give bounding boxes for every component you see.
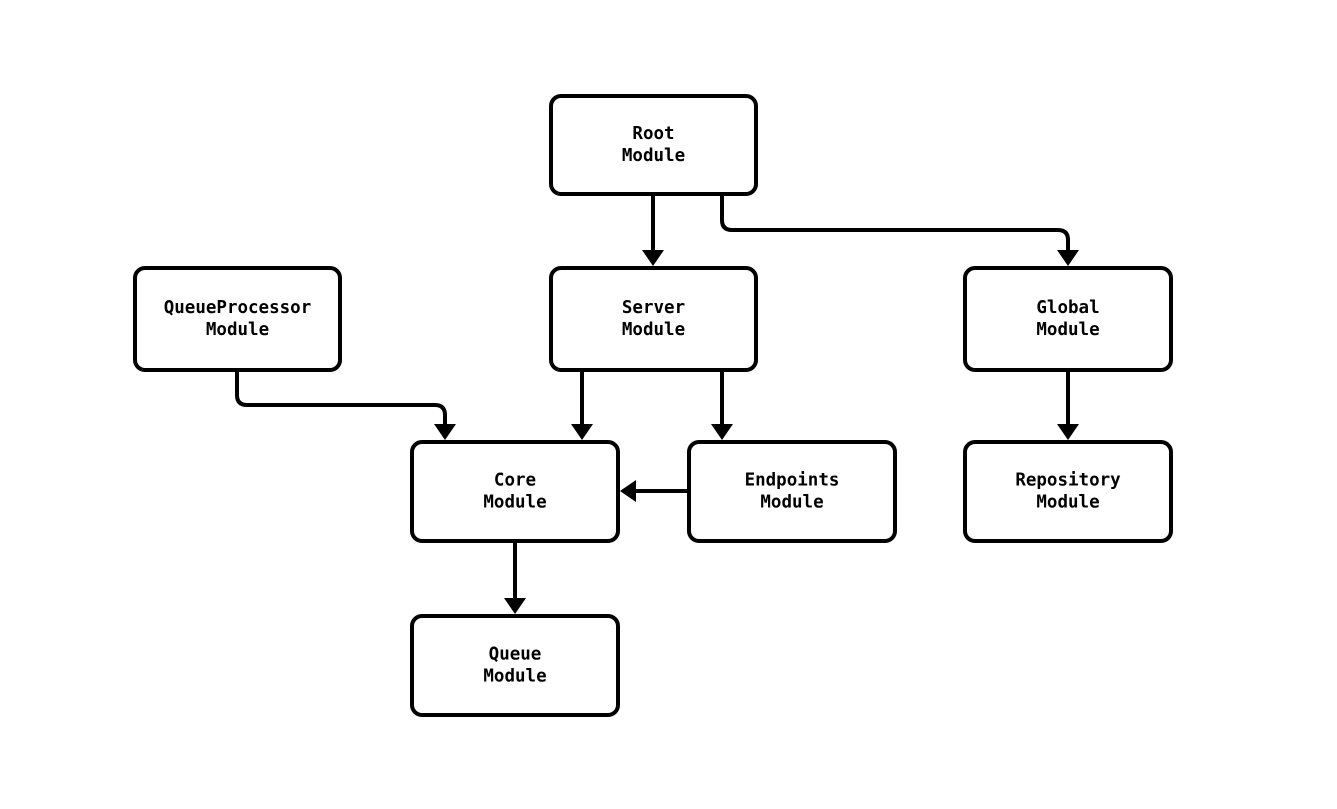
node-box[interactable] [549, 266, 758, 372]
node-label-line1: Server [622, 298, 685, 318]
node-label-line1: Queue [489, 645, 542, 665]
nodes-layer: RootModuleQueueProcessorModuleServerModu… [133, 94, 1173, 717]
node-label-line2: Module [622, 146, 685, 166]
edge-arrowhead [642, 250, 664, 266]
edge-server-to-endpoints [711, 372, 733, 440]
node-label-line1: Global [1036, 298, 1099, 318]
node-label-line1: QueueProcessor [164, 298, 312, 318]
node-label-line2: Module [1036, 493, 1099, 513]
edge-arrowhead [434, 424, 456, 440]
node-label-line2: Module [206, 320, 269, 340]
node-label-line2: Module [483, 493, 546, 513]
edge-arrowhead [711, 424, 733, 440]
node-box[interactable] [549, 94, 758, 196]
node-label-line2: Module [622, 320, 685, 340]
edge-arrowhead [620, 480, 636, 502]
edges-layer [235, 196, 1079, 614]
node-label-line1: Core [494, 471, 536, 491]
edge-queueprocessor-to-core [235, 372, 456, 440]
node-box[interactable] [687, 440, 897, 543]
node-box[interactable] [410, 440, 620, 543]
node-box[interactable] [133, 266, 342, 372]
node-box[interactable] [410, 614, 620, 717]
edge-root-to-global [720, 196, 1079, 266]
edge-core-to-queue [504, 543, 526, 614]
node-label-line2: Module [483, 667, 546, 687]
edge-arrowhead [571, 424, 593, 440]
node-label-line1: Root [632, 124, 674, 144]
node-label-line2: Module [760, 493, 823, 513]
edge-endpoints-to-core [620, 480, 687, 502]
node-label-line1: Repository [1015, 471, 1121, 491]
node-label-line2: Module [1036, 320, 1099, 340]
edge-global-to-repository [1057, 372, 1079, 440]
edge-root-to-server [642, 196, 664, 266]
edge-line [235, 372, 447, 424]
edge-arrowhead [1057, 424, 1079, 440]
edge-line [720, 196, 1070, 250]
edge-arrowhead [504, 598, 526, 614]
node-label-line1: Endpoints [745, 471, 840, 491]
edge-server-to-core [571, 372, 593, 440]
node-box[interactable] [963, 266, 1173, 372]
edge-arrowhead [1057, 250, 1079, 266]
node-box[interactable] [963, 440, 1173, 543]
